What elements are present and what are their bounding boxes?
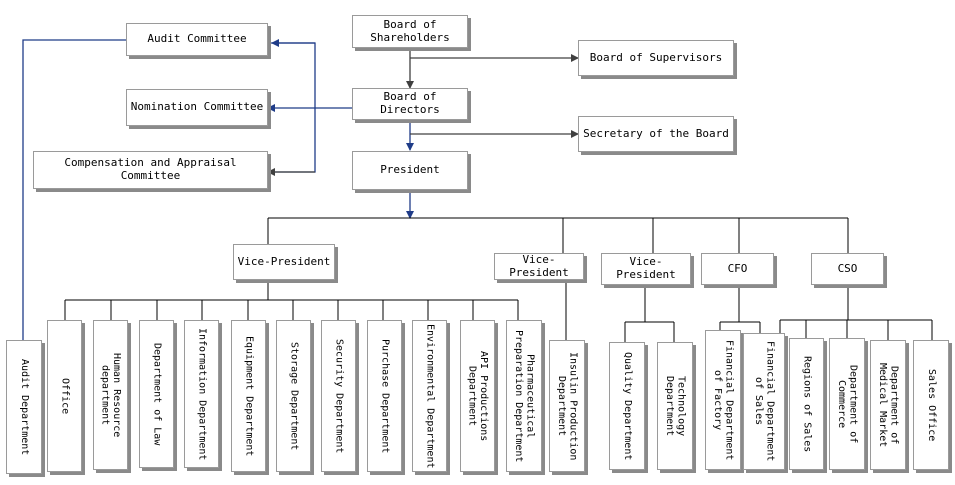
department-box: Equipment Department [231,320,266,472]
department-box: Purchase Department [367,320,402,472]
nomination-committee-box: Nomination Committee [126,89,268,126]
compensation-committee-box: Compensation and Appraisal Committee [33,151,268,189]
secretary-of-the-board-box: Secretary of the Board [578,116,734,152]
department-box: Human Resource department [93,320,128,470]
board-of-shareholders-box: Board of Shareholders [352,15,468,48]
vice-president-box: Vice-President [601,253,691,285]
president-box: President [352,151,468,190]
audit-committee-box: Audit Committee [126,23,268,56]
department-box: Sales Office [913,340,949,470]
department-box: Quality Department [609,342,645,470]
vice-president-box: Vice-President [494,253,584,280]
cfo-box: CFO [701,253,774,285]
board-of-directors-box: Board of Directors [352,88,468,120]
audit-department-box: Audit Department [6,340,42,474]
department-box: Pharmaceutical Preparation Department [506,320,542,472]
department-box: Financial Department of Factory [705,330,741,470]
department-box: Security Department [321,320,356,472]
vice-president-box: Vice-President [233,244,335,280]
department-box: Storage Department [276,320,311,472]
department-box: Technology Department [657,342,693,470]
audit-dept-connector [22,39,126,340]
department-box: Information Department [184,320,219,468]
board-of-supervisors-box: Board of Supervisors [578,40,734,76]
department-box: Financial Department of Sales [743,333,785,470]
department-box: Department of Medical Market [870,340,906,470]
department-box: API Productions Department [460,320,495,472]
department-box: Environmental Department [412,320,447,472]
department-box: Regions of Sales [789,338,824,470]
department-box: Department of Commerce [829,338,865,470]
cso-box: CSO [811,253,884,285]
department-box: Insulin Production Department [549,340,585,472]
department-box: Office [47,320,82,472]
department-box: Department of Law [139,320,174,468]
